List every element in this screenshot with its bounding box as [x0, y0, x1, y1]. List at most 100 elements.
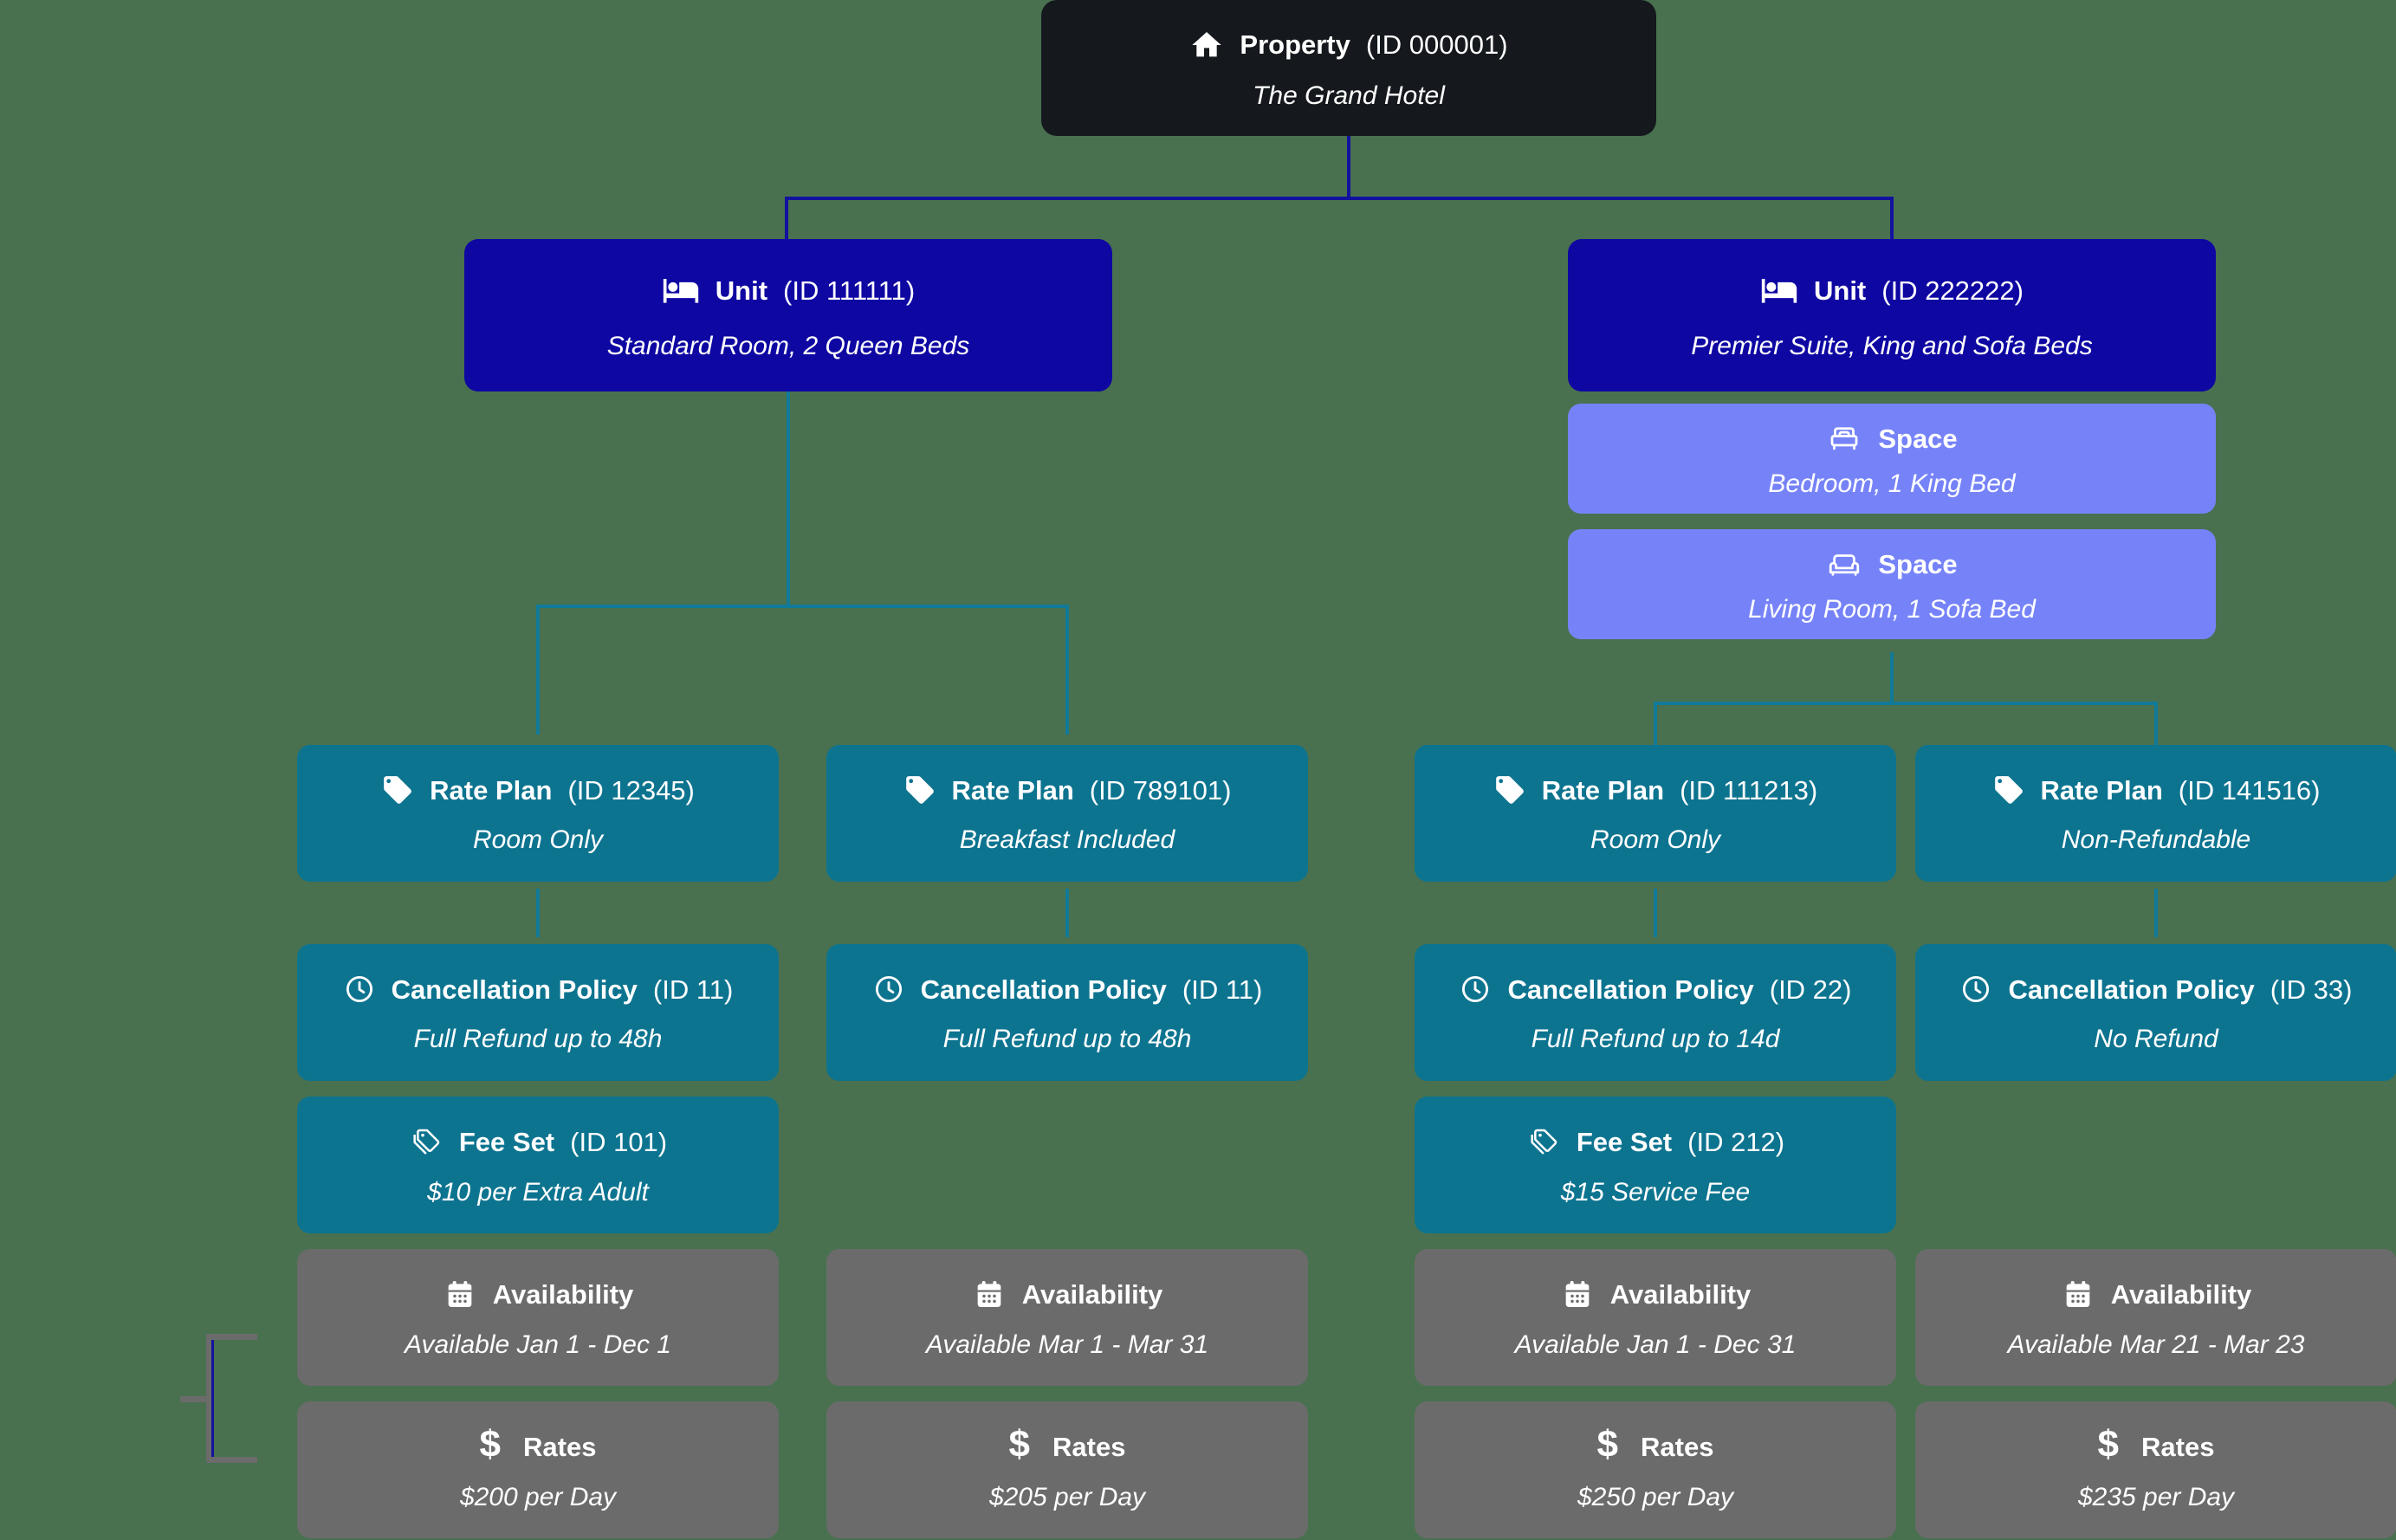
node-subtitle: Room Only — [472, 825, 604, 854]
node-title: Rates — [1641, 1431, 1714, 1462]
node-subtitle: Full Refund up to 14d — [1531, 1025, 1780, 1053]
unit-node: Unit (ID 111111) Standard Room, 2 Queen … — [464, 239, 1112, 391]
node-title: Availability — [492, 1278, 634, 1310]
rates-node: $ Rates $235 per Day — [1915, 1401, 2396, 1538]
tag-icon — [903, 773, 936, 806]
connector-rp1-cp1 — [536, 889, 540, 937]
node-id: (ID 111111) — [783, 275, 916, 306]
node-title: Availability — [1021, 1278, 1163, 1310]
sofa-outline-icon — [1826, 547, 1862, 583]
rates-node: $ Rates $205 per Day — [826, 1401, 1308, 1538]
availability-node: Availability Available Jan 1 - Dec 1 — [297, 1249, 779, 1386]
rate-plan-node: Rate Plan (ID 789101) Breakfast Included — [826, 745, 1308, 882]
space-node: Space Living Room, 1 Sofa Bed — [1568, 529, 2216, 639]
node-subtitle: $250 per Day — [1577, 1482, 1734, 1511]
calendar-icon — [972, 1277, 1007, 1311]
node-title: Space — [1878, 549, 1958, 579]
bracket-vertical — [206, 1334, 212, 1463]
node-subtitle: $15 Service Fee — [1560, 1178, 1751, 1207]
node-title: Fee Set — [1576, 1126, 1673, 1157]
cancellation-policy-node: Cancellation Policy (ID 33) No Refund — [1915, 944, 2396, 1081]
node-subtitle: $235 per Day — [2077, 1482, 2235, 1511]
availability-node: Availability Available Jan 1 - Dec 31 — [1415, 1249, 1896, 1386]
bracket-left-arm — [180, 1396, 212, 1402]
node-subtitle: Standard Room, 2 Queen Beds — [606, 332, 970, 360]
connector-unit1-drop — [785, 197, 788, 239]
node-subtitle: Available Jan 1 - Dec 31 — [1514, 1330, 1797, 1359]
node-title: Cancellation Policy — [920, 974, 1167, 1005]
dollar-icon: $ — [2097, 1423, 2120, 1466]
dollar-icon: $ — [479, 1423, 502, 1466]
connector-right-horizontal — [1654, 702, 2158, 705]
rates-node: $ Rates $250 per Day — [1415, 1401, 1896, 1538]
node-title: Availability — [2110, 1278, 2252, 1310]
node-subtitle: Available Mar 21 - Mar 23 — [2007, 1330, 2305, 1359]
node-subtitle: No Refund — [2094, 1025, 2218, 1053]
connector-unit2-drop — [1890, 197, 1894, 239]
rate-plan-node: Rate Plan (ID 111213) Room Only — [1415, 745, 1896, 882]
connector-rp2-cp2 — [1065, 889, 1069, 937]
tags-icon — [1526, 1124, 1561, 1159]
unit-node: Unit (ID 222222) Premier Suite, King and… — [1568, 239, 2216, 391]
node-title: Unit — [715, 275, 768, 306]
space-node: Space Bedroom, 1 King Bed — [1568, 404, 2216, 514]
node-title: Rates — [523, 1431, 597, 1462]
node-subtitle: Room Only — [1590, 825, 1721, 854]
dollar-icon: $ — [1596, 1423, 1619, 1466]
node-title: Cancellation Policy — [2008, 974, 2255, 1005]
node-id: (ID 222222) — [1881, 275, 2024, 306]
node-subtitle: The Grand Hotel — [1253, 81, 1445, 110]
connector-rateplan2-drop — [1065, 605, 1069, 734]
clock-icon — [1459, 973, 1492, 1006]
calendar-icon — [2061, 1277, 2095, 1311]
node-id: (ID 11) — [1182, 974, 1263, 1005]
node-subtitle: Premier Suite, King and Sofa Beds — [1691, 332, 2093, 360]
bed-icon — [662, 271, 700, 309]
bracket-top-stub — [206, 1334, 257, 1340]
clock-icon — [1959, 973, 1992, 1006]
connector-rateplan3-drop — [1654, 702, 1657, 745]
rate-plan-node: Rate Plan (ID 12345) Room Only — [297, 745, 779, 882]
node-title: Rate Plan — [430, 774, 553, 806]
node-title: Cancellation Policy — [1507, 974, 1754, 1005]
node-subtitle: Available Jan 1 - Dec 1 — [405, 1330, 671, 1359]
node-title: Rate Plan — [951, 774, 1074, 806]
tag-icon — [1493, 773, 1526, 806]
bed-icon — [1760, 271, 1798, 309]
node-subtitle: $200 per Day — [459, 1482, 617, 1511]
clock-icon — [872, 973, 905, 1006]
cancellation-policy-node: Cancellation Policy (ID 11) Full Refund … — [826, 944, 1308, 1081]
node-id: (ID 11) — [652, 974, 734, 1005]
node-title: Unit — [1814, 275, 1867, 306]
node-title: Cancellation Policy — [391, 974, 638, 1005]
cancellation-policy-node: Cancellation Policy (ID 22) Full Refund … — [1415, 944, 1896, 1081]
rate-plan-node: Rate Plan (ID 141516) Non-Refundable — [1915, 745, 2396, 882]
connector-left-horizontal — [536, 605, 1069, 608]
node-id: (ID 22) — [1769, 974, 1852, 1005]
node-subtitle: Living Room, 1 Sofa Bed — [1748, 594, 2036, 624]
connector-rp4-cp4 — [2154, 889, 2158, 937]
node-title: Property — [1240, 29, 1350, 60]
fee-set-node: Fee Set (ID 101) $10 per Extra Adult — [297, 1097, 779, 1233]
tags-icon — [409, 1124, 444, 1159]
node-id: (ID 789101) — [1089, 774, 1232, 806]
node-subtitle: Bedroom, 1 King Bed — [1768, 469, 2016, 498]
bracket-inner-line — [211, 1340, 214, 1457]
node-title: Fee Set — [458, 1126, 555, 1157]
availability-node: Availability Available Mar 21 - Mar 23 — [1915, 1249, 2396, 1386]
node-title: Space — [1878, 424, 1958, 454]
node-id: (ID 212) — [1687, 1126, 1785, 1157]
node-id: (ID 12345) — [567, 774, 695, 806]
node-id: (ID 111213) — [1680, 774, 1818, 806]
connector-property-drop — [1347, 136, 1350, 198]
node-subtitle: Full Refund up to 48h — [942, 1025, 1192, 1053]
bracket-bottom-stub — [206, 1457, 257, 1463]
tag-icon — [1992, 773, 2025, 806]
home-icon — [1189, 28, 1224, 62]
tag-icon — [381, 773, 414, 806]
connector-unit2-stem — [1890, 652, 1894, 703]
property-node: Property (ID 000001) The Grand Hotel — [1041, 0, 1656, 136]
node-id: (ID 33) — [2270, 974, 2353, 1005]
fee-set-node: Fee Set (ID 212) $15 Service Fee — [1415, 1097, 1896, 1233]
